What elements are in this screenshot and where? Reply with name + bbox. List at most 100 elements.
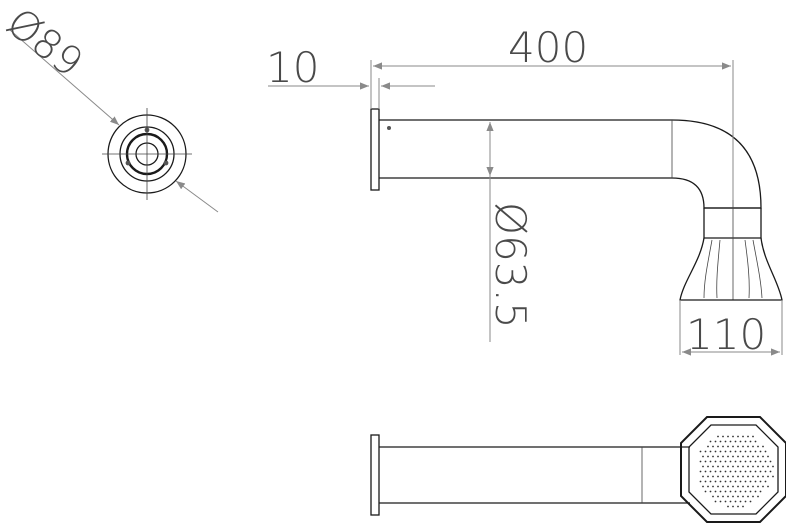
nozzle-dot [742,495,744,498]
nozzle-dot [707,455,709,458]
nozzle-dot [722,475,724,478]
nozzle-dot [747,445,749,448]
nozzle-dot [722,465,724,468]
arm-tube-outline [379,119,762,209]
nozzle-dot [709,450,712,453]
nozzle-dot [724,500,727,503]
bell-flute-4 [752,239,763,299]
front-view: Ø89 [0,0,219,213]
nozzle-dot [727,455,729,458]
wall-flange [370,108,380,191]
nozzle-dot [752,495,754,498]
nozzle-dot [724,440,727,443]
nozzle-dot [704,450,707,453]
nozzle-dot [734,470,737,473]
nozzle-dot [712,485,714,488]
shower-head-octagon-inner [688,424,779,515]
nozzle-dot [734,480,737,483]
nozzle-dot [739,500,742,503]
nozzle-dot [757,445,759,448]
shower-head-octagon-outer [680,416,786,523]
nozzle-dot [709,490,712,493]
screw-hole-left [125,160,131,166]
nozzle-dot [752,465,754,468]
nozzle-dot [729,490,732,493]
nozzle-dot [699,460,702,463]
nozzle-dot [714,500,717,503]
nozzle-dot [759,460,762,463]
nozzle-dot [712,455,714,458]
nozzle-dot [702,455,704,458]
nozzle-dot [734,450,737,453]
nozzle-dot [757,495,759,498]
nozzle-dot [732,485,734,488]
nozzle-dot [757,475,759,478]
nozzle-dot [754,450,757,453]
nozzle-dot [742,475,744,478]
nozzle-dot [707,485,709,488]
nozzle-dot [769,470,772,473]
nozzle-pattern [699,435,774,508]
nozzle-dot [752,485,754,488]
nozzle-dot [737,475,739,478]
nozzle-dot [757,455,759,458]
nozzle-dot [729,480,732,483]
nozzle-dot [714,470,717,473]
nozzle-dot [732,465,734,468]
tube-diameter-label: Ø63.5 [486,202,535,329]
nozzle-dot [712,475,714,478]
nozzle-dot [722,455,724,458]
nozzle-dot [747,465,749,468]
nozzle-dot [747,435,749,438]
nozzle-dot [749,500,752,503]
nozzle-dot [727,495,729,498]
nozzle-dot [772,465,774,468]
nozzle-dot [742,485,744,488]
nozzle-dot [724,490,727,493]
nozzle-dot [714,450,717,453]
nozzle-dot [759,470,762,473]
nozzle-dot [737,435,739,438]
nozzle-dot [729,470,732,473]
nozzle-dot [717,485,719,488]
nozzle-dot [712,495,714,498]
nozzle-dot [757,465,759,468]
nozzle-dot [719,500,722,503]
nozzle-dot [739,470,742,473]
nozzle-dot [729,440,732,443]
nozzle-dot [724,450,727,453]
nozzle-dot [744,440,747,443]
nozzle-dot [707,445,709,448]
nozzle-dot [767,465,769,468]
flange-diameter-label: Ø89 [0,0,91,87]
nozzle-dot [702,485,704,488]
nozzle-dot [742,455,744,458]
nozzle-dot [719,440,722,443]
nozzle-dot [742,465,744,468]
nozzle-dot [717,445,719,448]
nozzle-dot [709,440,712,443]
nozzle-dot [739,460,742,463]
nozzle-dot [732,475,734,478]
nozzle-dot [744,490,747,493]
nozzle-dot [757,485,759,488]
nozzle-dot [712,445,714,448]
bell-flute-1 [703,239,713,299]
nozzle-dot [744,480,747,483]
nozzle-dot [729,450,732,453]
nozzle-dot [749,450,752,453]
flange-screw-mark [387,126,391,130]
nozzle-dot [734,460,737,463]
nozzle-dot [729,460,732,463]
nozzle-dot [714,490,717,493]
nozzle-dot [727,445,729,448]
nozzle-dot [727,505,729,508]
nozzle-dot [709,460,712,463]
nozzle-dot [699,470,702,473]
nozzle-dot [732,455,734,458]
nozzle-dot [717,475,719,478]
nozzle-dot [734,440,737,443]
nozzle-dot [719,460,722,463]
nozzle-dot [744,470,747,473]
nozzle-dot [709,480,712,483]
